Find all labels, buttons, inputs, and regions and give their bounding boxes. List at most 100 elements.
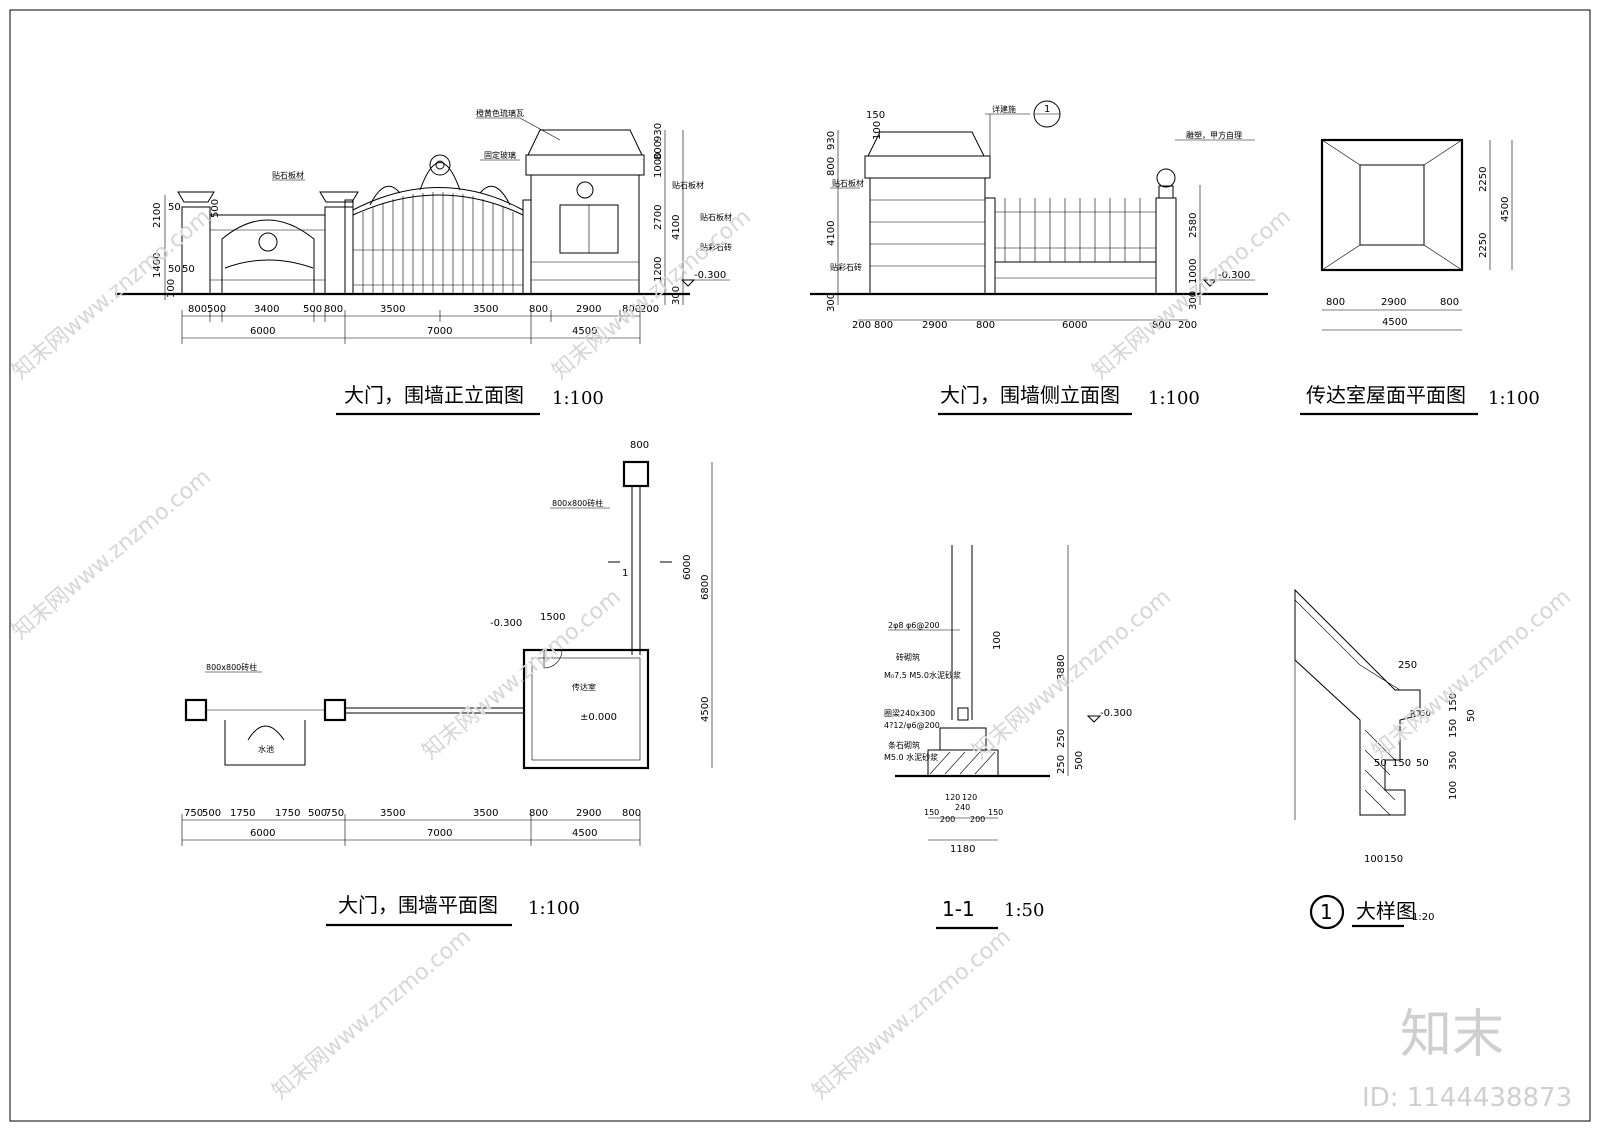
plan-total-1: 6000	[250, 828, 275, 839]
side-note-2: 雕塑，甲方自理	[1186, 130, 1242, 140]
side-vdim-5: 4100	[826, 221, 837, 246]
roof-plan: 800 2900 800 4500 2250 2250 4500 传达室屋面平面…	[1300, 138, 1540, 416]
roof-vdim-2: 2250	[1478, 233, 1489, 258]
watermark-4: 知末网www.znzmo.com	[8, 464, 216, 644]
plan-dim-5: 500	[308, 808, 327, 819]
side-vdim-6: 300	[826, 293, 837, 312]
plan-dim-3: 1750	[230, 808, 255, 819]
front-vdim-9: 1000	[653, 153, 664, 178]
plan-dim-1: 750	[184, 808, 203, 819]
brand-mark: 知末	[1400, 1005, 1504, 1065]
front-dim-3: 3400	[254, 304, 279, 315]
section-note-6: 条石砌筑	[888, 740, 920, 750]
detail-dim-3: 150	[1448, 719, 1459, 738]
plan-dim-11: 800	[622, 808, 641, 819]
plan-title: 大门，围墙平面图	[338, 893, 498, 917]
front-vdim-14: 300	[671, 286, 682, 305]
detail-dim-2: 150	[1448, 693, 1459, 712]
section-vdim-3880: 3880	[1056, 655, 1067, 680]
detail-dim-11: 150	[1384, 854, 1403, 865]
plan-room-label: 传达室	[572, 682, 596, 692]
front-dim-4: 500	[303, 304, 322, 315]
front-vdim-12: 4100	[671, 215, 682, 240]
side-vdim-9: 300	[1188, 291, 1199, 310]
detail-view: 250 150 150 50 350 100 50 150 50 100 150…	[1294, 588, 1477, 930]
detail-dim-12: R150	[1410, 709, 1431, 718]
front-dim-5: 800	[324, 304, 343, 315]
front-total-2: 7000	[427, 326, 452, 337]
side-dim-4: 800	[976, 320, 995, 331]
detail-dim-10: 100	[1364, 854, 1383, 865]
detail-dim-5: 350	[1448, 751, 1459, 770]
front-vdim-2: 1400	[152, 253, 163, 278]
side-note-4: 贴彩石砖	[830, 262, 862, 272]
front-note-2: 固定玻璃	[484, 150, 516, 160]
plan-view: 750 500 1750 1750 500 750 3500 3500 800 …	[181, 440, 713, 927]
plan-room-level: ±0.000	[580, 712, 617, 723]
watermark-5: 知末网www.znzmo.com	[418, 584, 626, 764]
section-scale: 1:50	[1004, 900, 1044, 921]
roof-vdim-3: 4500	[1500, 197, 1511, 222]
section-vdim-250a: 250	[1056, 729, 1067, 748]
front-note-6: 贴彩石砖	[700, 242, 732, 252]
side-vdim-1: 150	[866, 110, 885, 121]
front-elevation: 800 500 3400 500 800 3500 3500 800 2900 …	[115, 108, 732, 416]
watermark-8: 知末网www.znzmo.com	[268, 924, 476, 1104]
section-bdim-3: 150	[924, 808, 939, 817]
plan-dim-10: 2900	[576, 808, 601, 819]
plan-dim-1500: 1500	[540, 612, 565, 623]
front-vdim-7: 50	[182, 264, 195, 275]
front-dim-7: 3500	[473, 304, 498, 315]
plan-pool-label: 水池	[258, 744, 274, 754]
side-title: 大门，围墙侧立面图	[940, 383, 1120, 407]
watermark-7: 知末网www.znzmo.com	[1368, 584, 1576, 764]
roof-title: 传达室屋面平面图	[1306, 383, 1466, 407]
front-note-5: 贴石板材	[700, 212, 732, 222]
roof-dim-3: 800	[1440, 297, 1459, 308]
front-vdim-6: 50	[168, 264, 181, 275]
roof-dim-2: 2900	[1381, 297, 1406, 308]
side-dim-7: 200	[1178, 320, 1197, 331]
front-title: 大门，围墙正立面图	[344, 383, 524, 407]
section-bdim-4: 200	[940, 815, 955, 824]
plan-section-mark: 1	[622, 568, 628, 579]
plan-dim-8: 3500	[473, 808, 498, 819]
front-dim-1: 800	[188, 304, 207, 315]
section-bdim-total: 1180	[950, 844, 975, 855]
plan-total-3: 4500	[572, 828, 597, 839]
front-scale: 1:100	[552, 388, 604, 409]
section-level: -0.300	[1100, 708, 1132, 719]
side-note-3: 贴石板材	[832, 178, 864, 188]
section-view: 3880 250 250 500 100 -0.300 2φ8 φ6@200 砖…	[884, 545, 1132, 930]
section-note-2: 砖砌筑	[896, 652, 920, 662]
side-detail-ref: 1	[1044, 104, 1050, 115]
front-dim-8: 800	[529, 304, 548, 315]
front-note-4: 贴石板材	[672, 180, 704, 190]
front-dim-2: 500	[207, 304, 226, 315]
detail-dim-6: 100	[1448, 781, 1459, 800]
front-dim-11: 200	[640, 304, 659, 315]
watermark-9: 知末网www.znzmo.com	[808, 924, 1016, 1104]
roof-scale: 1:100	[1488, 388, 1540, 409]
plan-vdim-4500: 4500	[700, 697, 711, 722]
side-vdim-8: 1000	[1188, 259, 1199, 284]
front-total-1: 6000	[250, 326, 275, 337]
plan-vdim-6800: 6800	[700, 575, 711, 600]
watermark-6: 知末网www.znzmo.com	[968, 584, 1176, 764]
section-vdim-500: 500	[1074, 751, 1085, 770]
section-note-5: 4?12/φ6@200	[884, 721, 940, 730]
detail-scale: 1:20	[1412, 912, 1434, 923]
front-vdim-11: 930	[653, 123, 664, 142]
detail-dim-1: 250	[1398, 660, 1417, 671]
side-dim-2: 800	[874, 320, 893, 331]
side-vdim-7: 2580	[1188, 213, 1199, 238]
section-bdim-2: 120	[962, 793, 977, 802]
front-dim-6: 3500	[380, 304, 405, 315]
front-dim-10: 800	[622, 304, 641, 315]
plan-total-2: 7000	[427, 828, 452, 839]
front-vdim-1: 2100	[152, 203, 163, 228]
section-bdim-6: 200	[970, 815, 985, 824]
side-vdim-2: 100	[872, 121, 883, 140]
section-bdim-5: 240	[955, 803, 970, 812]
